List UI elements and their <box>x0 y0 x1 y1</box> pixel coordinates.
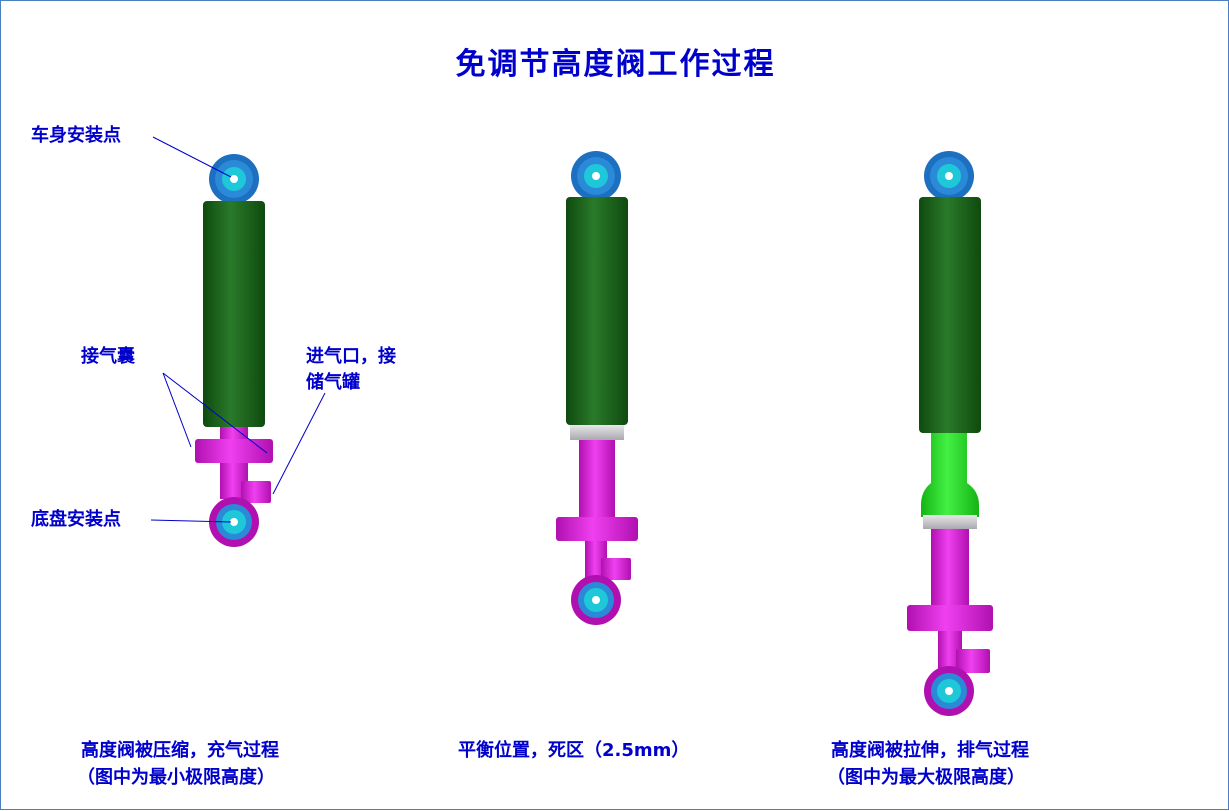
diagram-title: 免调节高度阀工作过程 <box>455 47 776 82</box>
label-inlet-line2: 储气罐 <box>306 372 360 393</box>
inlet-port <box>601 558 631 580</box>
label-air-bag: 接气囊 <box>81 346 135 367</box>
caption-compressed-line2: （图中为最小极限高度） <box>77 767 275 788</box>
leader-air-bag-right <box>162 372 268 454</box>
caption-balanced: 平衡位置，死区（2.5mm） <box>458 740 690 761</box>
valve-balanced <box>556 151 638 625</box>
bottom-eye <box>209 497 259 547</box>
leader-lines <box>150 136 326 523</box>
body-tube <box>919 197 981 433</box>
seal-ring <box>570 425 624 440</box>
bottom-eye <box>571 575 621 625</box>
top-eye <box>571 151 621 201</box>
body-tube <box>203 201 265 427</box>
air-bag-port <box>907 605 993 631</box>
leader-body-mount <box>152 136 232 178</box>
inlet-port <box>241 481 271 503</box>
valve-body <box>931 529 969 609</box>
extension-rod <box>921 433 979 517</box>
valve-stretched <box>907 151 993 716</box>
label-body-mount: 车身安装点 <box>31 125 121 146</box>
body-tube <box>566 197 628 425</box>
leader-inlet <box>272 392 326 495</box>
air-bag-port <box>556 517 638 541</box>
leader-air-bag-left <box>162 372 192 448</box>
air-bag-port <box>195 439 273 463</box>
top-eye <box>924 151 974 201</box>
caption-compressed-line1: 高度阀被压缩，充气过程 <box>81 740 279 761</box>
valve-compressed <box>195 154 273 547</box>
caption-stretched-line2: （图中为最大极限高度） <box>827 767 1025 788</box>
label-inlet-line1: 进气口，接 <box>306 346 396 367</box>
label-chassis-mount: 底盘安装点 <box>31 509 121 530</box>
valve-body <box>579 440 615 520</box>
leader-chassis-mount <box>150 519 232 523</box>
bottom-eye <box>924 666 974 716</box>
caption-stretched-line1: 高度阀被拉伸，排气过程 <box>831 740 1029 761</box>
seal-ring <box>923 515 977 529</box>
top-eye <box>209 154 259 204</box>
inlet-port <box>956 649 990 673</box>
